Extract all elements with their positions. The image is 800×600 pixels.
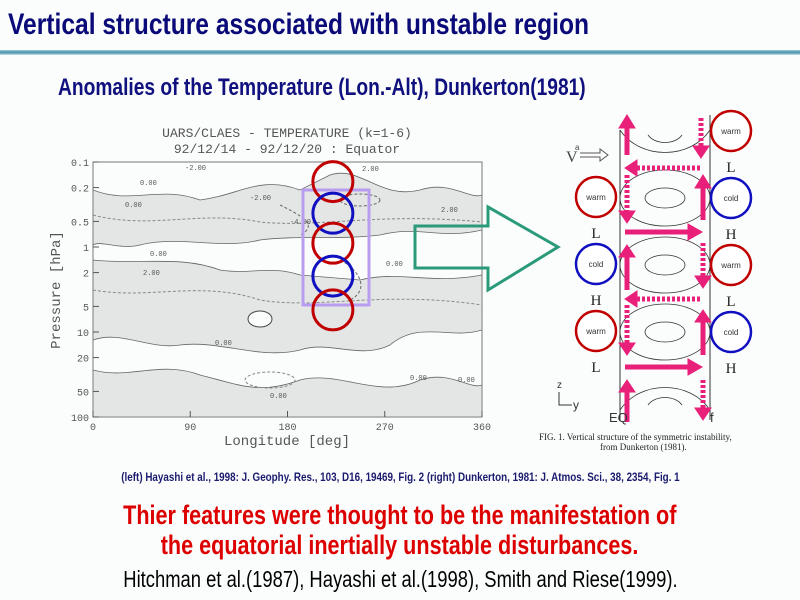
velocity-label: V (566, 149, 578, 166)
warm-circle (574, 175, 618, 219)
slide-title-text: Vertical structure associated with unsta… (8, 8, 590, 41)
right-arrow-icon (413, 204, 561, 293)
pressure-letter: H (726, 227, 737, 243)
warm-circle (574, 309, 618, 353)
x-tick-label: 0 (90, 423, 96, 434)
y-tick-label: 10 (77, 329, 89, 340)
conclusion-text-1: Thier features were thought to be the ma… (123, 500, 677, 530)
y-tick-label: 5 (83, 303, 89, 314)
contour-label: 0.00 (140, 180, 157, 188)
plot-title-1: UARS/CLAES - TEMPERATURE (k=1-6) (162, 126, 412, 141)
y-tick-label: 2 (83, 270, 89, 281)
cold-label: cold (724, 328, 739, 337)
x-axis-label: Longitude [deg] (224, 434, 350, 450)
slide-subtitle-text: Anomalies of the Temperature (Lon.-Alt),… (58, 74, 586, 101)
contour-label: -4.00 (290, 219, 311, 227)
pressure-letter: L (726, 294, 735, 310)
contour-label: 2.00 (362, 166, 379, 174)
references-text: (left) Hayashi et al., 1998: J. Geophy. … (120, 470, 680, 484)
slide-subtitle: Anomalies of the Temperature (Lon.-Alt),… (58, 74, 718, 102)
f-label: f (710, 410, 714, 425)
contour-label: 0.00 (270, 393, 287, 401)
contour-plot: UARS/CLAES - TEMPERATURE (k=1-6) 92/12/1… (49, 126, 491, 450)
cold-label: cold (724, 194, 739, 203)
warm-label: warm (585, 327, 606, 336)
warm-anomaly-circle (311, 221, 355, 265)
contour-label: 2.00 (143, 270, 160, 278)
eq-label: EQ (609, 410, 628, 425)
citations-text: Hitchman et al.(1987), Hayashi et al.(19… (122, 566, 678, 592)
velocity-symbol: V a (566, 143, 609, 166)
cold-label: cold (589, 260, 604, 269)
x-tick-label: 270 (376, 423, 394, 434)
anomaly-markers (311, 160, 355, 332)
warm-label: warm (585, 193, 606, 202)
warm-label: warm (720, 127, 741, 136)
cold-circle (709, 310, 753, 354)
warm-anomaly-circle (311, 160, 355, 204)
title-divider (0, 50, 800, 55)
cold-circle (709, 176, 753, 220)
pressure-letter: L (591, 226, 600, 242)
citations: Hitchman et al.(1987), Hayashi et al.(19… (0, 566, 800, 593)
contour-label: 2.00 (441, 207, 458, 215)
conclusion-line-1: Thier features were thought to be the ma… (0, 500, 800, 531)
y-tick-label: 100 (71, 414, 89, 425)
contour-labels: 0.00 0.00 -2.00 -2.00 -4.00 2.00 2.00 2.… (125, 165, 475, 401)
figure-caption-2: from Dunkerton (1981). (600, 442, 687, 452)
contour-label: 0.00 (150, 251, 167, 259)
y-tick-label: 0.1 (71, 159, 89, 170)
dunkerton-diagram: V a warmLcoldHwarmLwarmLcoldHwarmLcoldH … (539, 109, 753, 452)
contour-label: -2.00 (250, 195, 271, 203)
y-tick-label: 20 (77, 355, 89, 366)
pressure-letter: H (726, 361, 737, 377)
contour-label: 0.00 (125, 202, 142, 210)
cold-anomaly-circle (311, 191, 355, 235)
axis-z-label: z (557, 380, 562, 391)
axes-legend: z y EQ f (557, 380, 714, 425)
slide-title: Vertical structure associated with unsta… (8, 8, 717, 42)
figure-caption-1: FIG. 1. Vertical structure of the symmet… (539, 432, 732, 442)
y-tick-label: 50 (77, 388, 89, 399)
contour-label: 0.00 (215, 340, 232, 348)
pressure-letter: H (591, 293, 602, 309)
x-tick-label: 180 (278, 423, 296, 434)
axis-y-label: y (573, 398, 579, 412)
warm-circle (709, 243, 753, 287)
figure-references: (left) Hayashi et al., 1998: J. Geophy. … (0, 470, 800, 484)
pressure-letter: L (591, 360, 600, 376)
velocity-superscript: a (575, 143, 580, 152)
pressure-letter: L (726, 160, 735, 176)
flow-arrows (618, 114, 712, 422)
double-arrow-icon (580, 148, 609, 162)
contour-label: 0.00 (410, 375, 427, 383)
cold-anomaly-circle (311, 254, 355, 298)
plot-title-2: 92/12/14 - 92/12/20 : Equator (174, 142, 400, 157)
contour-label: 0.00 (458, 377, 475, 385)
warm-anomaly-circle (311, 288, 355, 332)
warm-label: warm (720, 261, 741, 270)
warm-circle (709, 109, 753, 153)
x-tick-label: 90 (184, 423, 196, 434)
y-axis-label: Pressure [hPa] (49, 231, 65, 349)
x-tick-label: 360 (473, 423, 491, 434)
contour-fields (93, 172, 482, 417)
contour-label: 0.00 (386, 261, 403, 269)
x-axis-ticks: 0 90 180 270 360 (90, 411, 491, 434)
y-tick-label: 0.5 (71, 218, 89, 229)
conclusion-text-2: the equatorial inertially unstable distu… (161, 530, 639, 560)
y-axis-ticks: 0.1 0.2 0.5 1 2 5 10 20 50 100 (71, 159, 99, 425)
conclusion-line-2: the equatorial inertially unstable distu… (0, 530, 800, 561)
y-tick-label: 0.2 (71, 185, 89, 196)
contour-label: -2.00 (185, 165, 206, 173)
cold-circle (574, 242, 618, 286)
y-tick-label: 1 (83, 244, 89, 255)
highlight-box (301, 188, 371, 307)
